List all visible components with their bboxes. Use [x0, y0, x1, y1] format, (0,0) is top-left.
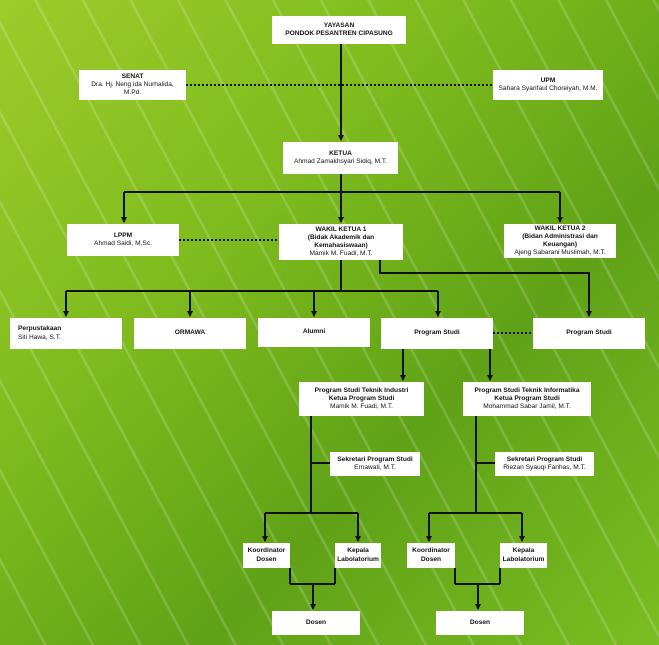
yayasan-box: YAYASAN PONDOK PESANTREN CIPASUNG: [272, 16, 406, 44]
dosenti-title: Dosen: [305, 618, 327, 626]
wakil1-field: (Bidak Akademik dan Kemahasiswaan): [307, 233, 375, 249]
upm-box: UPM Sahara Syarifaul Choreiyah, M.M.: [493, 70, 603, 100]
ormawa-box: ORMAWA: [134, 318, 246, 349]
upm-name: Sahara Syarifaul Choreiyah, M.M.: [498, 85, 598, 92]
upm-title: UPM: [540, 76, 556, 84]
ketua-name: Ahmad Zamakhsyari Sidiq, M.T.: [293, 158, 388, 165]
ketua-title: KETUA: [329, 149, 352, 157]
koorti-box: Koordinator Dosen: [243, 543, 290, 568]
koorti-sub: Dosen: [256, 555, 277, 563]
sektif-title: Sekretari Program Studi: [506, 455, 583, 463]
lppm-title: LPPM: [113, 231, 133, 239]
ti-title: Program Studi Teknik Industri: [314, 386, 409, 394]
wakil2-field: (Bidan Administrasi dan Keuangan): [522, 232, 598, 248]
lppm-name: Ahmad Saidi, M.Sc.: [94, 240, 152, 247]
sektif-name: Riezan Syauqi Fanhas, M.T.: [503, 464, 586, 471]
yayasan-subtitle: PONDOK PESANTREN CIPASUNG: [285, 30, 393, 37]
prodi2-box: Program Studi: [533, 318, 645, 349]
wakil1-title: WAKIL KETUA 1: [315, 225, 367, 233]
perpustakaan-name: Siti Hawa, S.T.: [18, 333, 61, 341]
alumni-box: Alumni: [258, 318, 370, 347]
senat-title: SENAT: [121, 72, 144, 80]
tif-box: Program Studi Teknik Informatika Ketua P…: [463, 382, 591, 416]
senat-name: Dra. Hj. Neng ida Nurhalida, M.Pd.: [91, 80, 174, 97]
kalabti-box: Kepala Labolatorium: [335, 543, 381, 568]
kalabti-sub: Labolatorium: [337, 555, 379, 563]
sekti-name: Ernawati, M.T.: [354, 464, 396, 471]
prodi2-title: Program Studi: [566, 329, 612, 337]
wakil2-name: Ajeng Sabarani Muslimah, M.T.: [514, 249, 606, 257]
koortif-title: Koordinator: [412, 547, 450, 555]
koortif-box: Koordinator Dosen: [407, 543, 455, 568]
ti-name: Mamik M. Fuadi, M.T.: [329, 403, 393, 411]
ti-role: Ketua Program Studi: [328, 394, 395, 402]
tif-role: Ketua Program Studi: [494, 394, 560, 402]
link-wakil2-prodi2: [379, 258, 592, 317]
wakil1-box: WAKIL KETUA 1 (Bidak Akademik dan Kemaha…: [279, 224, 403, 260]
senat-box: SENAT Dra. Hj. Neng ida Nurhalida, M.Pd.: [79, 70, 186, 100]
ketua-box: KETUA Ahmad Zamakhsyari Sidiq, M.T.: [283, 142, 398, 174]
lppm-box: LPPM Ahmad Saidi, M.Sc.: [67, 224, 179, 256]
wakil2-box: WAKIL KETUA 2 (Bidan Administrasi dan Ke…: [504, 224, 616, 258]
perpustakaan-box: Perpustakaan Siti Hawa, S.T.: [10, 318, 122, 349]
kalabtif-title: Kepala: [512, 547, 535, 555]
perpustakaan-title: Perpustakaan: [18, 325, 62, 333]
dosenti-box: Dosen: [272, 611, 360, 635]
koortif-sub: Dosen: [420, 555, 442, 563]
koorti-title: Koordinator: [247, 547, 286, 555]
sekti-title: Sekretari Program Studi: [337, 455, 413, 463]
prodi1-box: Program Studi: [381, 318, 493, 349]
prodi1-title: Program Studi: [414, 329, 460, 337]
yayasan-title: YAYASAN: [323, 21, 355, 29]
tif-title: Program Studi Teknik Informatika: [474, 386, 580, 394]
dosentif-box: Dosen: [436, 611, 524, 635]
kalabti-title: Kepala: [347, 547, 369, 555]
wakil1-name: Mamik M. Fuadi, M.T.: [309, 250, 373, 258]
dosentif-title: Dosen: [469, 618, 491, 626]
ti-box: Program Studi Teknik Industri Ketua Prog…: [299, 382, 424, 416]
wakil2-title: WAKIL KETUA 2: [534, 224, 586, 232]
alumni-title: Alumni: [302, 328, 326, 336]
tif-name: Mohammad Sabar Jamil, M.T.: [483, 403, 571, 411]
kalabtif-sub: Labolatorium: [502, 555, 545, 563]
ormawa-title: ORMAWA: [174, 329, 206, 337]
sektif-box: Sekretari Program Studi Riezan Syauqi Fa…: [495, 452, 594, 476]
kalabtif-box: Kepala Labolatorium: [500, 543, 547, 568]
sekti-box: Sekretari Program Studi Ernawati, M.T.: [330, 452, 420, 476]
